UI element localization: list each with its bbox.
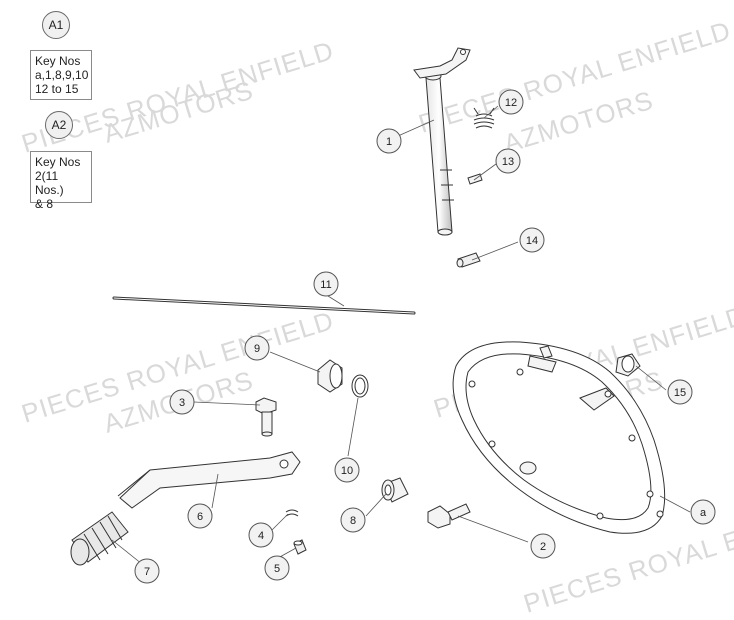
- callout-6: 6: [187, 503, 213, 529]
- part-pushrod: [112, 296, 416, 315]
- callout-7: 7: [134, 558, 160, 584]
- callout-1: 1: [376, 128, 402, 154]
- group-key-box-a2: Key Nos 2(11 Nos.) & 8: [30, 151, 92, 211]
- svg-text:2: 2: [540, 541, 546, 553]
- part-gearbox-cover: [452, 341, 666, 534]
- svg-text:12: 12: [505, 97, 517, 109]
- callout-3: 3: [169, 389, 195, 415]
- part-gear-shift-shaft: [413, 47, 471, 236]
- callout-5: 5: [264, 555, 290, 581]
- svg-text:15: 15: [674, 387, 686, 399]
- part-footrest-rubber: [70, 511, 129, 566]
- leader-lines: [111, 105, 691, 565]
- exploded-parts-diagram: PIECES ROYAL ENFIELD AZMOTORS PIECES ROY…: [18, 11, 734, 619]
- callout-9: 9: [244, 335, 270, 361]
- part-cap: [615, 353, 641, 377]
- part-bush: [456, 252, 481, 268]
- part-spring-pin: [285, 509, 299, 517]
- svg-text:1: 1: [386, 136, 392, 148]
- part-bearing-bush: [381, 477, 409, 503]
- key-line: & 8: [35, 197, 54, 211]
- svg-text:13: 13: [502, 156, 514, 168]
- part-bolt: [255, 397, 277, 437]
- key-line: a,1,8,9,10: [35, 68, 89, 82]
- group-badge-a1: A1: [42, 11, 70, 39]
- svg-text:6: 6: [197, 511, 203, 523]
- svg-text:a: a: [700, 507, 707, 519]
- callout-13: 13: [495, 148, 521, 174]
- callout-8: 8: [340, 507, 366, 533]
- part-o-ring: [351, 374, 369, 398]
- svg-text:14: 14: [526, 235, 538, 247]
- callout-4: 4: [248, 522, 274, 548]
- svg-text:9: 9: [254, 343, 260, 355]
- svg-text:7: 7: [144, 566, 150, 578]
- group-badge-a2: A2: [45, 111, 73, 139]
- callout-11: 11: [313, 271, 339, 297]
- part-plug: [317, 359, 343, 393]
- key-line: Key Nos: [35, 155, 81, 169]
- key-line: 2(11 Nos.): [35, 169, 64, 197]
- svg-text:4: 4: [258, 530, 264, 542]
- group-key-box-a1: Key Nos a,1,8,9,10 12 to 15: [30, 50, 92, 100]
- callout-14: 14: [519, 227, 545, 253]
- parts-drawing: 1 12 13 14 11 9 3 10: [70, 47, 716, 584]
- svg-text:10: 10: [341, 465, 353, 477]
- key-line: 12 to 15: [35, 82, 79, 96]
- callout-a: a: [690, 499, 716, 525]
- svg-text:3: 3: [179, 397, 185, 409]
- callout-2: 2: [530, 533, 556, 559]
- svg-text:11: 11: [320, 279, 331, 291]
- callout-10: 10: [334, 457, 360, 483]
- key-line: Key Nos: [35, 54, 81, 68]
- svg-text:5: 5: [274, 563, 280, 575]
- part-cover-screw: [427, 503, 471, 529]
- part-gear-shift-lever: [117, 451, 301, 509]
- callout-15: 15: [667, 379, 693, 405]
- part-small-bush: [293, 539, 307, 555]
- svg-text:8: 8: [350, 515, 356, 527]
- callout-12: 12: [498, 89, 524, 115]
